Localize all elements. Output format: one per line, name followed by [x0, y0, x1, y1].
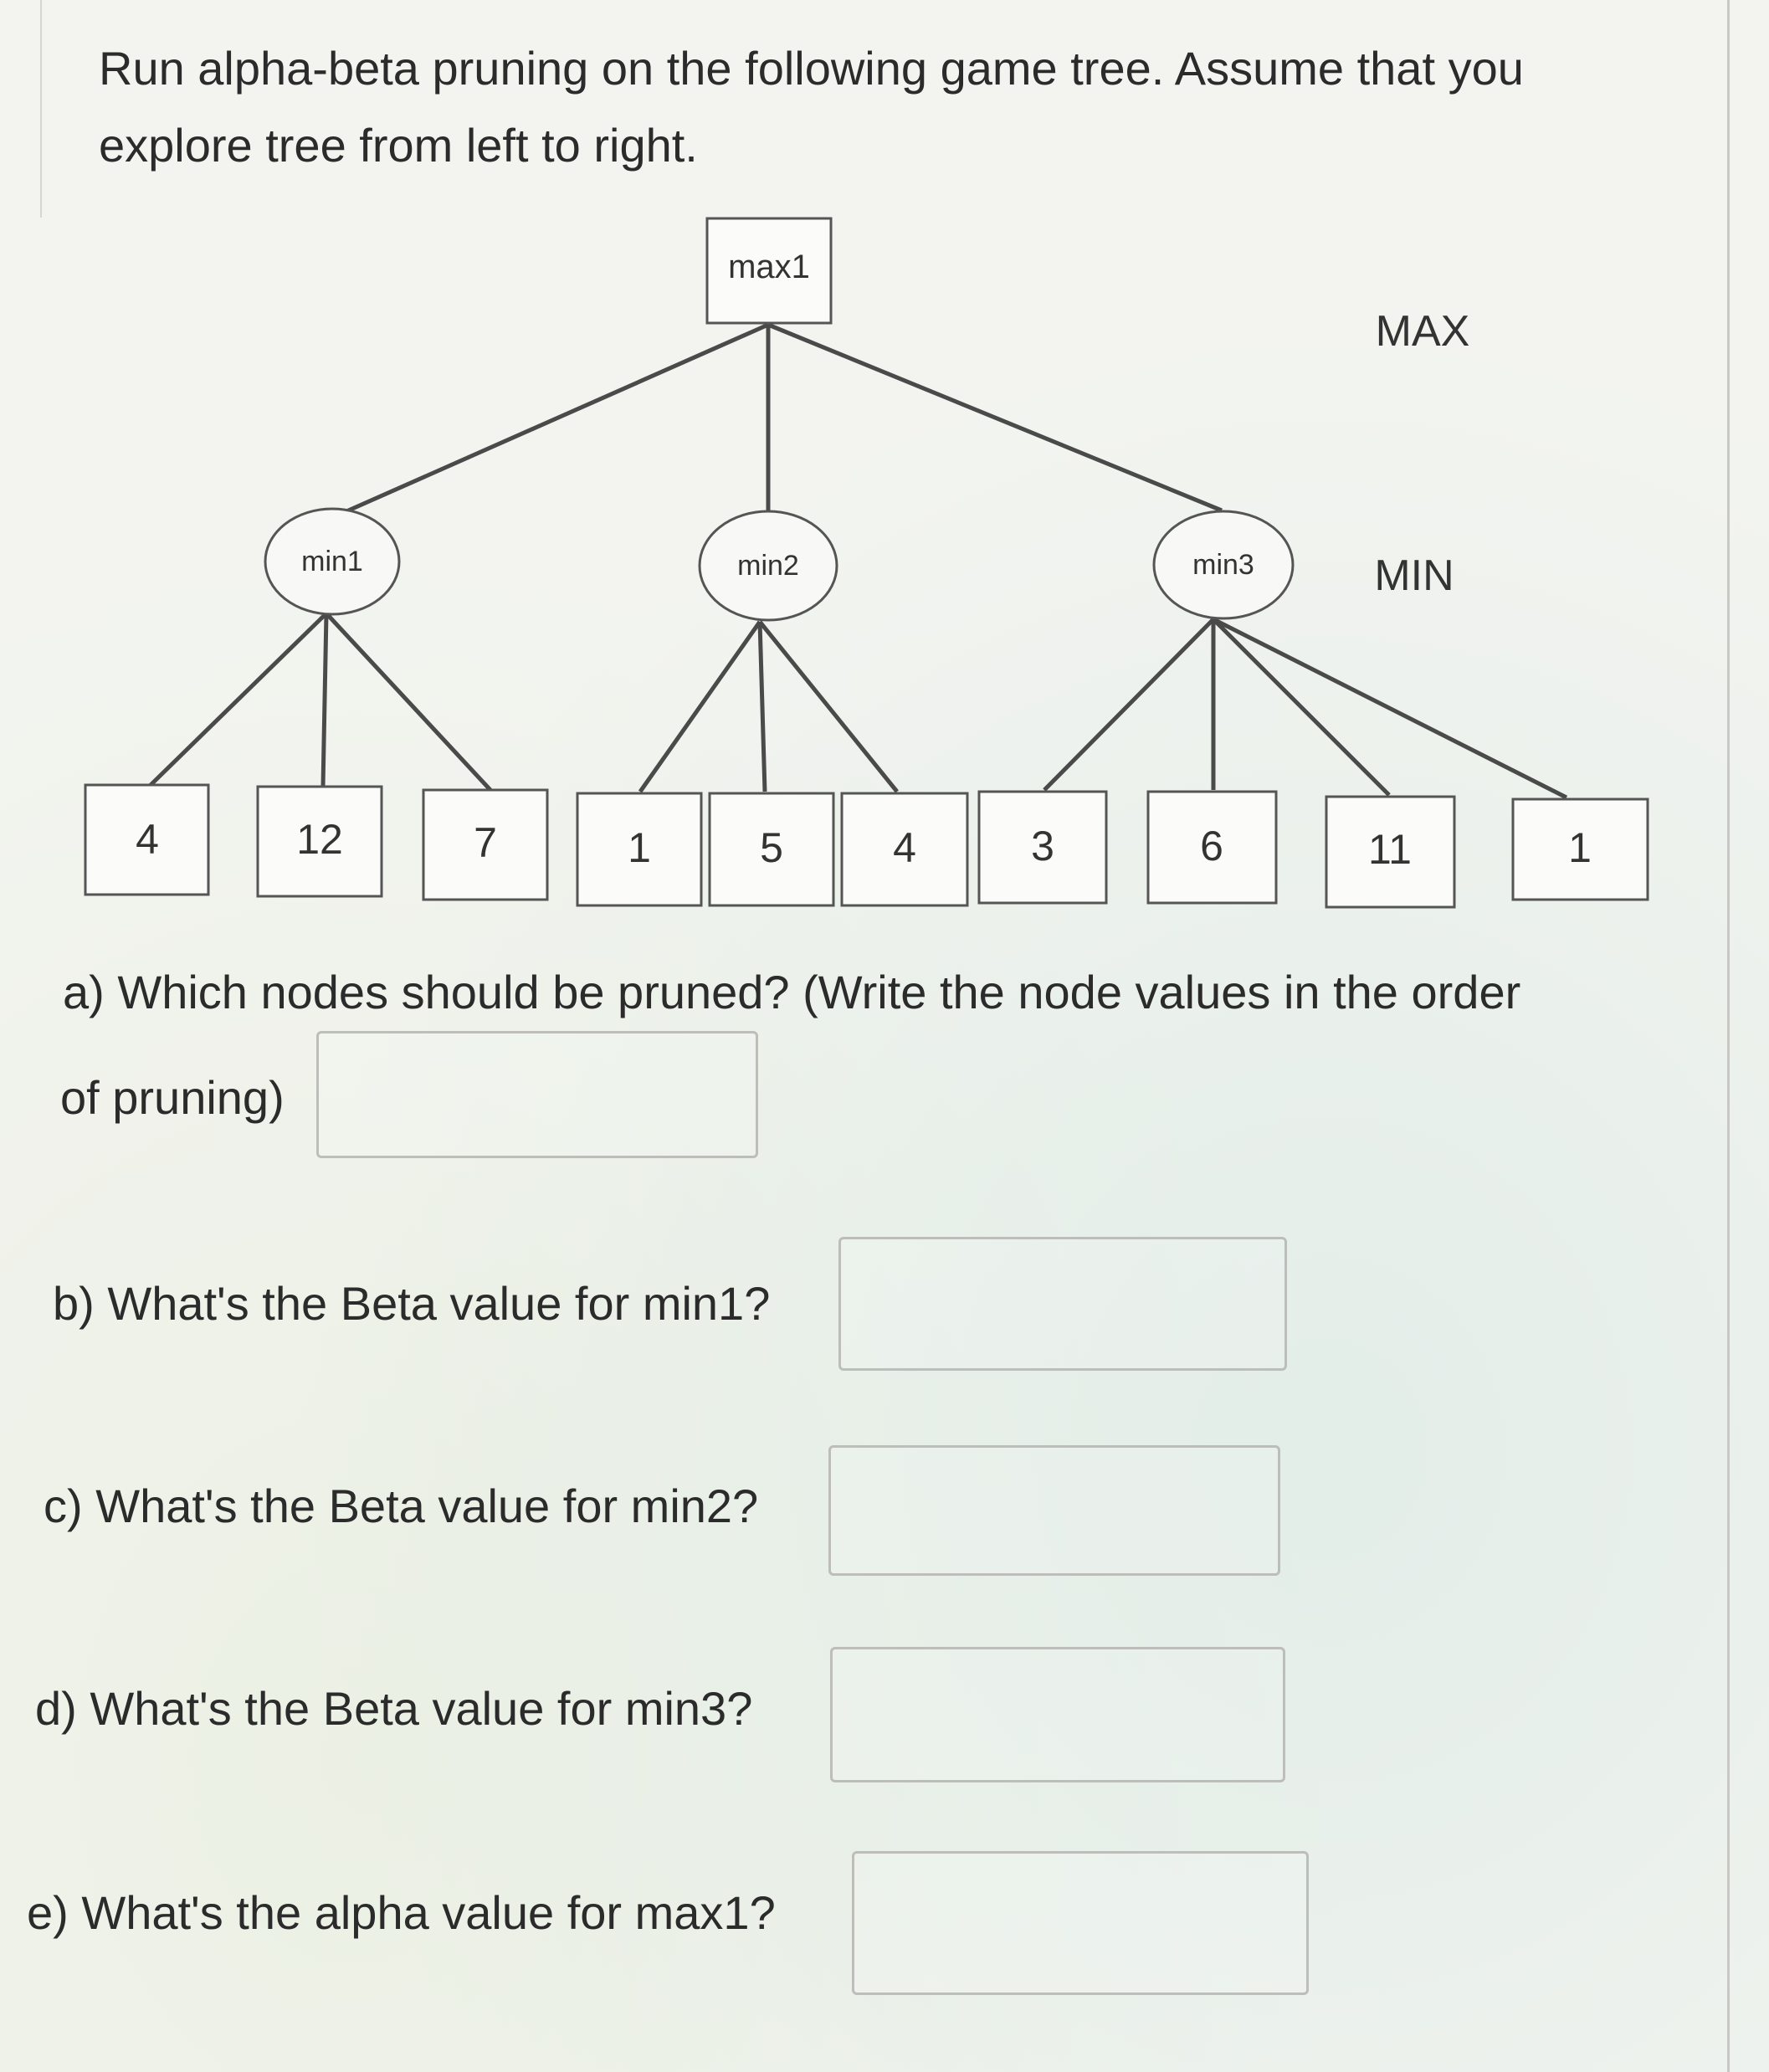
question-a-text-continued: of pruning) [60, 1071, 285, 1124]
max-level-label: MAX [1376, 307, 1470, 356]
edge-max1-min3 [767, 322, 1223, 513]
leaf-value-4: 1 [628, 824, 651, 871]
leaf-box-5 [708, 792, 835, 907]
edge-min2-leaf5 [757, 621, 767, 792]
answer-b-input[interactable] [838, 1237, 1287, 1371]
answer-c-input[interactable] [828, 1445, 1280, 1576]
question-d-text: d) What's the Beta value for min3? [35, 1682, 753, 1735]
edge-min1-leaf1 [149, 612, 328, 787]
leaf-box-7 [977, 790, 1108, 905]
question-c-text: c) What's the Beta value for min2? [44, 1480, 759, 1532]
leaf-box-1 [84, 783, 210, 896]
leaf-value-8: 6 [1200, 823, 1223, 869]
min2-node: min2 [698, 510, 838, 622]
leaf-value-10: 1 [1568, 824, 1592, 871]
leaf-box-6 [840, 792, 969, 907]
min3-node: min3 [1152, 510, 1295, 620]
leaf-value-7: 3 [1031, 823, 1054, 869]
leaf-box-8 [1146, 790, 1278, 905]
min2-label: min2 [737, 550, 799, 582]
min1-label: min1 [301, 546, 363, 577]
edge-max1-min1 [337, 322, 770, 517]
leaf-box-9 [1325, 795, 1456, 909]
min1-node: min1 [264, 507, 401, 616]
min3-label: min3 [1192, 549, 1254, 581]
question-a-text: a) Which nodes should be pruned? (Write … [63, 966, 1521, 1018]
edge-min2-leaf4 [638, 620, 762, 793]
leaf-box-4 [576, 792, 703, 907]
edge-min3-leaf9 [1212, 618, 1391, 797]
answer-e-input[interactable] [852, 1851, 1309, 1995]
answer-a-input[interactable] [316, 1031, 758, 1158]
leaf-value-9: 11 [1368, 826, 1412, 873]
max1-node: max1 [705, 217, 833, 325]
page-left-border [40, 0, 42, 218]
leaf-value-1: 4 [136, 816, 159, 863]
game-tree-diagram: max1 MAX MIN min1 min2 min3 4 12 7 1 5 4… [84, 217, 1649, 909]
leaf-value-5: 5 [760, 824, 783, 871]
leaf-value-3: 7 [474, 819, 497, 866]
answer-d-input[interactable] [830, 1647, 1285, 1782]
leaf-value-6: 4 [893, 824, 916, 871]
edge-min2-leaf6 [758, 620, 899, 793]
question-e-text: e) What's the alpha value for max1? [27, 1886, 776, 1939]
leaf-box-2 [256, 785, 383, 898]
leaf-box-10 [1511, 798, 1649, 901]
leaf-box-3 [422, 788, 549, 901]
edge-min1-leaf3 [325, 612, 492, 792]
max1-label: max1 [728, 249, 810, 285]
question-b-text: b) What's the Beta value for min1? [53, 1277, 771, 1330]
edge-min3-leaf7 [1043, 618, 1215, 792]
edge-min3-leaf10 [1212, 617, 1568, 800]
tree-edges [149, 322, 1568, 800]
question-prompt: Run alpha-beta pruning on the following … [99, 42, 1524, 172]
min-level-label: MIN [1374, 551, 1454, 600]
page-right-border [1727, 0, 1730, 2072]
edge-min1-leaf2 [320, 613, 329, 787]
leaf-value-2: 12 [296, 816, 343, 863]
